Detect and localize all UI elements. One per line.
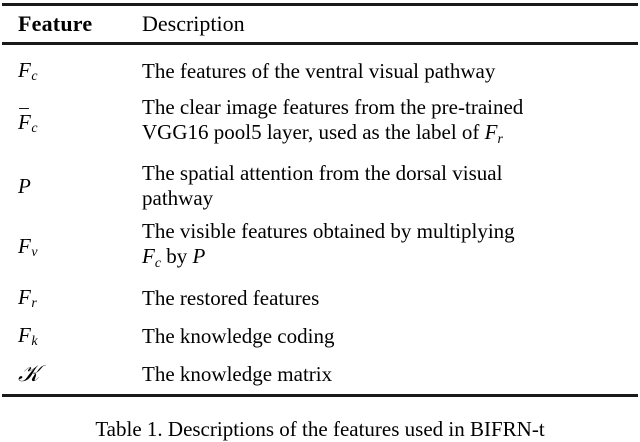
- math-symbol-fv: Fv: [18, 233, 38, 260]
- description-line: pathway: [142, 186, 214, 210]
- feature-description-cell: The spatial attention from the dorsal vi…: [142, 161, 640, 211]
- description-line: VGG16 pool5 layer, used as the label of …: [142, 120, 503, 146]
- math-symbol-script-k: 𝒦: [18, 361, 39, 386]
- column-header-feature: Feature: [18, 11, 93, 36]
- table-caption: Table 1. Descriptions of the features us…: [95, 417, 545, 441]
- inline-math-fr: Fr: [484, 120, 503, 146]
- table-header-rule: [2, 42, 638, 45]
- description-line: The spatial attention from the dorsal vi…: [142, 161, 503, 185]
- feature-symbol-cell: Fr: [0, 285, 142, 312]
- math-symbol-fk: Fk: [18, 322, 38, 349]
- table-row: Fc The clear image features from the pre…: [0, 92, 640, 154]
- table-header-row: Feature Description: [0, 6, 640, 42]
- table-row: 𝒦 The knowledge matrix: [0, 355, 640, 393]
- description-line: The clear image features from the pre-tr…: [142, 95, 524, 120]
- math-symbol-p: P: [18, 173, 31, 198]
- feature-description-cell: The clear image features from the pre-tr…: [142, 95, 640, 151]
- feature-symbol-cell: P: [0, 174, 142, 199]
- feature-description-cell: The restored features: [142, 286, 640, 311]
- table-bottom-rule: [2, 394, 638, 397]
- math-symbol-fr: Fr: [18, 284, 37, 311]
- feature-symbol-cell: Fc: [0, 107, 142, 137]
- inline-math-p: P: [192, 244, 206, 269]
- description-line: The knowledge coding: [142, 323, 335, 348]
- feature-description-cell: The visible features obtained by multipl…: [142, 219, 640, 275]
- feature-description-cell: The knowledge coding: [142, 324, 640, 349]
- feature-symbol-cell: Fc: [0, 58, 142, 85]
- table-row: Fr The restored features: [0, 279, 640, 317]
- feature-symbol-cell: Fv: [0, 234, 142, 261]
- overbar-accent: F: [18, 107, 31, 134]
- feature-symbol-cell: 𝒦: [0, 361, 142, 387]
- column-header-description: Description: [142, 11, 245, 36]
- math-symbol-fc: Fc: [18, 57, 38, 84]
- math-symbol-fc-bar: Fc: [18, 107, 38, 136]
- description-line: The knowledge matrix: [142, 361, 333, 386]
- description-connector-text: by: [160, 244, 193, 269]
- table-top-rule: [2, 3, 638, 6]
- table-row: Fc The features of the ventral visual pa…: [0, 52, 640, 90]
- description-line: The features of the ventral visual pathw…: [142, 58, 496, 83]
- inline-math-fc: Fc: [142, 244, 161, 270]
- description-line: The visible features obtained by multipl…: [142, 219, 515, 244]
- table-row: P The spatial attention from the dorsal …: [0, 155, 640, 217]
- table-row: Fv The visible features obtained by mult…: [0, 216, 640, 278]
- description-line: The restored features: [142, 285, 320, 310]
- feature-description-cell: The knowledge matrix: [142, 362, 640, 387]
- feature-description-cell: The features of the ventral visual pathw…: [142, 59, 640, 84]
- feature-symbol-cell: Fk: [0, 323, 142, 350]
- description-line: Fc by P: [142, 244, 634, 275]
- table-row: Fk The knowledge coding: [0, 317, 640, 355]
